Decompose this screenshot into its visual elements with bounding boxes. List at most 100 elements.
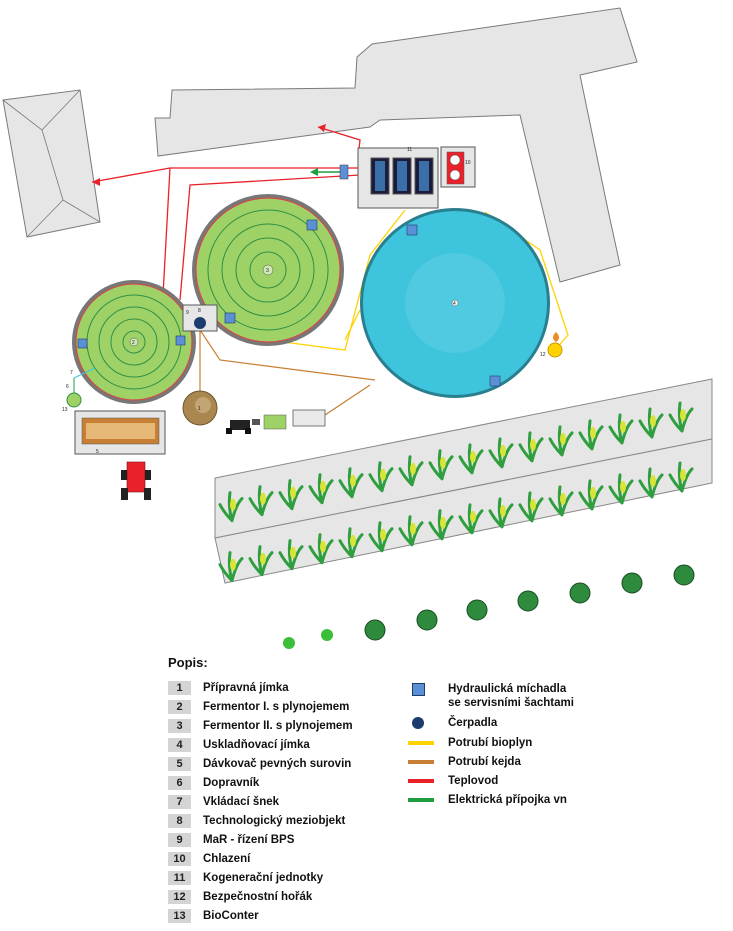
corn-plant bbox=[668, 461, 694, 493]
teplovod-pipe-4 bbox=[179, 174, 361, 301]
legend-mixer-text-2: se servisními šachtami bbox=[448, 697, 574, 709]
label-10: 10 bbox=[465, 160, 471, 166]
corn-plant bbox=[278, 479, 304, 511]
corn-cob bbox=[410, 522, 416, 535]
bioplyn-swatch bbox=[408, 741, 434, 745]
corn-cob bbox=[500, 504, 506, 517]
legend-title: Popis: bbox=[168, 655, 208, 670]
legend-item-text: Bezpečnostní hořák bbox=[203, 891, 313, 903]
corn-cob bbox=[500, 444, 506, 457]
corn-plant bbox=[608, 473, 634, 505]
corn-cob bbox=[290, 486, 296, 499]
kejda-pipe-1 bbox=[199, 329, 376, 381]
corn-cob bbox=[590, 426, 596, 439]
corn-cob bbox=[290, 546, 296, 559]
legend-item-text: Vkládací šnek bbox=[203, 796, 280, 808]
teplovod-swatch bbox=[408, 779, 434, 783]
legend-teplovod-text: Teplovod bbox=[448, 775, 499, 787]
corn-cob bbox=[530, 438, 536, 451]
legend-item-text: Technologický meziobjekt bbox=[203, 815, 346, 827]
label-13: 13 bbox=[62, 407, 68, 413]
corn-plant bbox=[428, 449, 454, 481]
legend-kejda-text: Potrubí kejda bbox=[448, 756, 521, 768]
legend-item-text: Dávkovač pevných surovin bbox=[203, 758, 352, 770]
mixer-icon bbox=[77, 219, 501, 387]
shed-building bbox=[2, 89, 101, 238]
legend-item-text: MaR - řízení BPS bbox=[203, 834, 295, 846]
legend-item-number: 6 bbox=[168, 776, 191, 790]
corn-cob bbox=[380, 468, 386, 481]
legend-item-number: 4 bbox=[168, 738, 191, 752]
corn-cob bbox=[620, 420, 626, 433]
corn-plant bbox=[398, 515, 424, 547]
corn-cob bbox=[680, 468, 686, 481]
corn-cob bbox=[650, 414, 656, 427]
corn-cob bbox=[560, 492, 566, 505]
label-6: 6 bbox=[66, 384, 69, 390]
corn-cob bbox=[470, 510, 476, 523]
corn-plant bbox=[398, 455, 424, 487]
corn-plant bbox=[608, 413, 634, 445]
corn-plant bbox=[488, 497, 514, 529]
legend-item-number: 9 bbox=[168, 833, 191, 847]
corn-cob bbox=[560, 432, 566, 445]
tractor bbox=[226, 414, 287, 434]
legend-item-number: 10 bbox=[168, 852, 191, 866]
corn-cob bbox=[350, 534, 356, 547]
corn-plant bbox=[308, 473, 334, 505]
label-9: 9 bbox=[186, 310, 189, 316]
farm-building bbox=[154, 7, 638, 283]
label-5: 5 bbox=[96, 449, 99, 455]
legend-item-number: 1 bbox=[168, 681, 191, 695]
corn-plant bbox=[278, 539, 304, 571]
corn-plant bbox=[248, 545, 274, 577]
flare bbox=[547, 342, 563, 358]
corn-cob bbox=[410, 462, 416, 475]
label-12: 12 bbox=[540, 352, 546, 358]
legend-item-number: 3 bbox=[168, 719, 191, 733]
corn-plant bbox=[548, 425, 574, 457]
legend-mixer-text-1: Hydraulická míchadla bbox=[448, 683, 567, 695]
corn-cob bbox=[320, 480, 326, 493]
corn-cob bbox=[530, 498, 536, 511]
crop-field bbox=[214, 378, 713, 584]
legend-item-text: Dopravník bbox=[203, 777, 260, 789]
legend-item-number: 2 bbox=[168, 700, 191, 714]
label-4: 4 bbox=[453, 301, 456, 307]
corn-plant bbox=[638, 407, 664, 439]
label-1: 1 bbox=[198, 406, 201, 412]
corn-plant bbox=[248, 485, 274, 517]
corn-plant bbox=[458, 443, 484, 475]
tree-row bbox=[283, 564, 695, 649]
corn-plant bbox=[518, 491, 544, 523]
label-8: 8 bbox=[198, 308, 201, 314]
legend-item-number: 12 bbox=[168, 890, 191, 904]
elektro-swatch bbox=[408, 798, 434, 802]
label-11: 11 bbox=[407, 147, 412, 153]
red-tractor bbox=[121, 461, 151, 500]
bioconter bbox=[66, 392, 82, 408]
legend-item-text: Fermentor II. s plynojemem bbox=[203, 720, 353, 732]
legend-item-number: 7 bbox=[168, 795, 191, 809]
label-2: 2 bbox=[132, 340, 135, 346]
corn-plant bbox=[668, 401, 694, 433]
teplovod-pipe-1 bbox=[91, 167, 358, 183]
legend-item-text: Fermentor I. s plynojemem bbox=[203, 701, 350, 713]
corn-plant bbox=[458, 503, 484, 535]
corn-cob bbox=[590, 486, 596, 499]
corn-plant bbox=[518, 431, 544, 463]
legend-item-number: 8 bbox=[168, 814, 191, 828]
corn-cob bbox=[440, 516, 446, 529]
corn-cob bbox=[320, 540, 326, 553]
pump-icon bbox=[412, 717, 424, 729]
legend-item-text: BioConter bbox=[203, 910, 259, 922]
corn-plant bbox=[428, 509, 454, 541]
label-7: 7 bbox=[70, 370, 73, 376]
corn-plant bbox=[338, 467, 364, 499]
bioplyn-pipe-3 bbox=[344, 309, 361, 341]
legend-item-text: Uskladňovací jímka bbox=[203, 739, 310, 751]
corn-plant bbox=[338, 527, 364, 559]
corn-cob bbox=[650, 474, 656, 487]
corn-plant bbox=[368, 521, 394, 553]
legend-item-text: Kogenerační jednotky bbox=[203, 872, 324, 884]
